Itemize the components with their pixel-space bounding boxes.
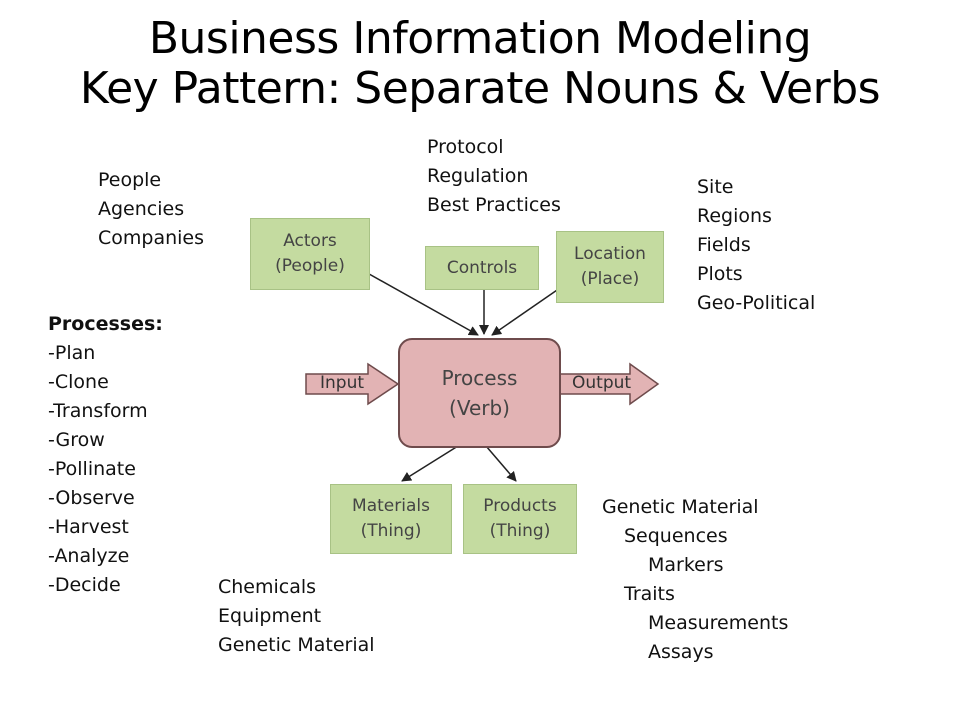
materials-box: Materials (Thing) <box>330 484 452 554</box>
controls-label: Controls <box>446 257 518 278</box>
process-sublabel: (Verb) <box>449 396 510 420</box>
input-label: Input <box>320 373 365 393</box>
title-line-1: Business Information Modeling <box>148 13 812 64</box>
note-line: Chemicals <box>218 576 317 598</box>
process-box: Process (Verb) <box>398 338 561 448</box>
note-line: Genetic Material <box>602 496 759 518</box>
note-line: -Decide <box>48 574 121 596</box>
output-label: Output <box>572 373 632 393</box>
title-line-2: Key Pattern: Separate Nouns & Verbs <box>79 63 881 114</box>
note-line: -Transform <box>48 400 148 422</box>
note-line: -Analyze <box>48 545 130 567</box>
location-sublabel: (Place) <box>580 269 640 289</box>
products-sublabel: (Thing) <box>489 521 551 541</box>
note-line: -Plan <box>48 342 96 364</box>
products-arrow <box>485 445 517 482</box>
note-line: Traits <box>624 583 675 605</box>
materials-arrow <box>401 445 459 482</box>
controls-box: Controls <box>425 246 539 290</box>
note-line: Sequences <box>624 525 728 547</box>
chemicals-note: Chemicals Equipment Genetic Material <box>218 573 375 660</box>
genetic-note: Genetic Material Sequences Markers Trait… <box>602 493 788 667</box>
note-line: Measurements <box>648 612 789 634</box>
note-line: Assays <box>648 641 714 663</box>
note-line: Markers <box>648 554 724 576</box>
actors-box: Actors (People) <box>250 218 370 290</box>
note-line: Best Practices <box>427 194 561 216</box>
processes-heading: Processes: <box>48 313 163 335</box>
note-line: -Observe <box>48 487 135 509</box>
products-box: Products (Thing) <box>463 484 577 554</box>
site-note: Site Regions Fields Plots Geo-Political <box>697 173 815 318</box>
materials-sublabel: (Thing) <box>360 521 422 541</box>
note-line: Companies <box>98 227 205 249</box>
location-box: Location (Place) <box>556 231 664 303</box>
note-line: People <box>98 169 162 191</box>
note-line: -Grow <box>48 429 105 451</box>
slide-title: Business Information Modeling Key Patter… <box>0 14 960 114</box>
note-line: Plots <box>697 263 743 285</box>
note-line: Geo-Political <box>697 292 816 314</box>
note-line: -Clone <box>48 371 109 393</box>
materials-label: Materials <box>352 496 430 516</box>
input-arrow <box>305 362 400 406</box>
note-line: -Harvest <box>48 516 129 538</box>
actors-sublabel: (People) <box>275 256 345 276</box>
process-label: Process <box>441 366 518 390</box>
note-line: Regions <box>697 205 772 227</box>
note-line: Site <box>697 176 734 198</box>
location-arrow <box>491 287 561 336</box>
actors-label: Actors <box>283 231 337 251</box>
note-line: -Pollinate <box>48 458 136 480</box>
note-line: Equipment <box>218 605 322 627</box>
note-line: Regulation <box>427 165 529 187</box>
note-line: Agencies <box>98 198 185 220</box>
location-label: Location <box>574 244 646 264</box>
note-line: Protocol <box>427 136 504 158</box>
processes-note: Processes: -Plan -Clone -Transform -Grow… <box>48 310 163 600</box>
actors-arrow <box>361 269 479 336</box>
people-note: People Agencies Companies <box>98 166 204 253</box>
note-line: Fields <box>697 234 751 256</box>
protocol-note: Protocol Regulation Best Practices <box>427 133 561 220</box>
output-arrow <box>558 362 660 406</box>
note-line: Genetic Material <box>218 634 375 656</box>
products-label: Products <box>483 496 557 516</box>
